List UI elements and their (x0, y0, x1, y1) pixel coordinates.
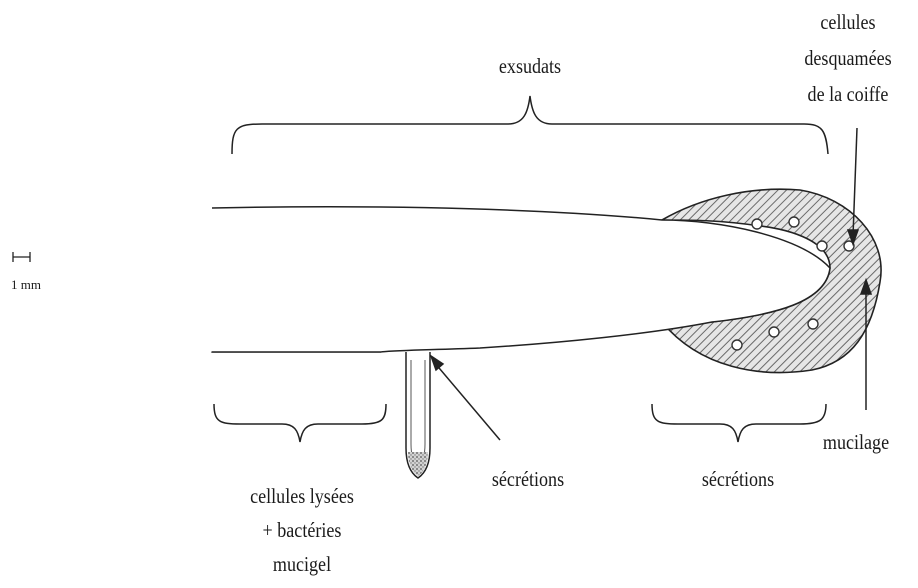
scale-bar (13, 252, 30, 262)
label-secretions-right: sécrétions (678, 467, 798, 492)
label-lysees-line2: + bactéries (225, 518, 380, 543)
label-coiffe-line2: desquamées (788, 46, 908, 71)
label-lysees-line1: cellules lysées (225, 484, 380, 509)
lysed-cells-brace (214, 404, 386, 442)
label-mucilage: mucilage (808, 430, 904, 455)
root-hair-tip (408, 452, 428, 476)
label-scale: 1 mm (11, 278, 41, 292)
exsudats-brace (232, 96, 828, 154)
label-coiffe-line1: cellules (788, 10, 908, 35)
label-exsudats: exsudats (478, 54, 581, 79)
label-secretions-mid: sécrétions (468, 467, 588, 492)
label-lysees-line3: mucigel (225, 552, 380, 577)
label-coiffe-line3: de la coiffe (788, 82, 908, 107)
secretions-brace (652, 404, 826, 442)
